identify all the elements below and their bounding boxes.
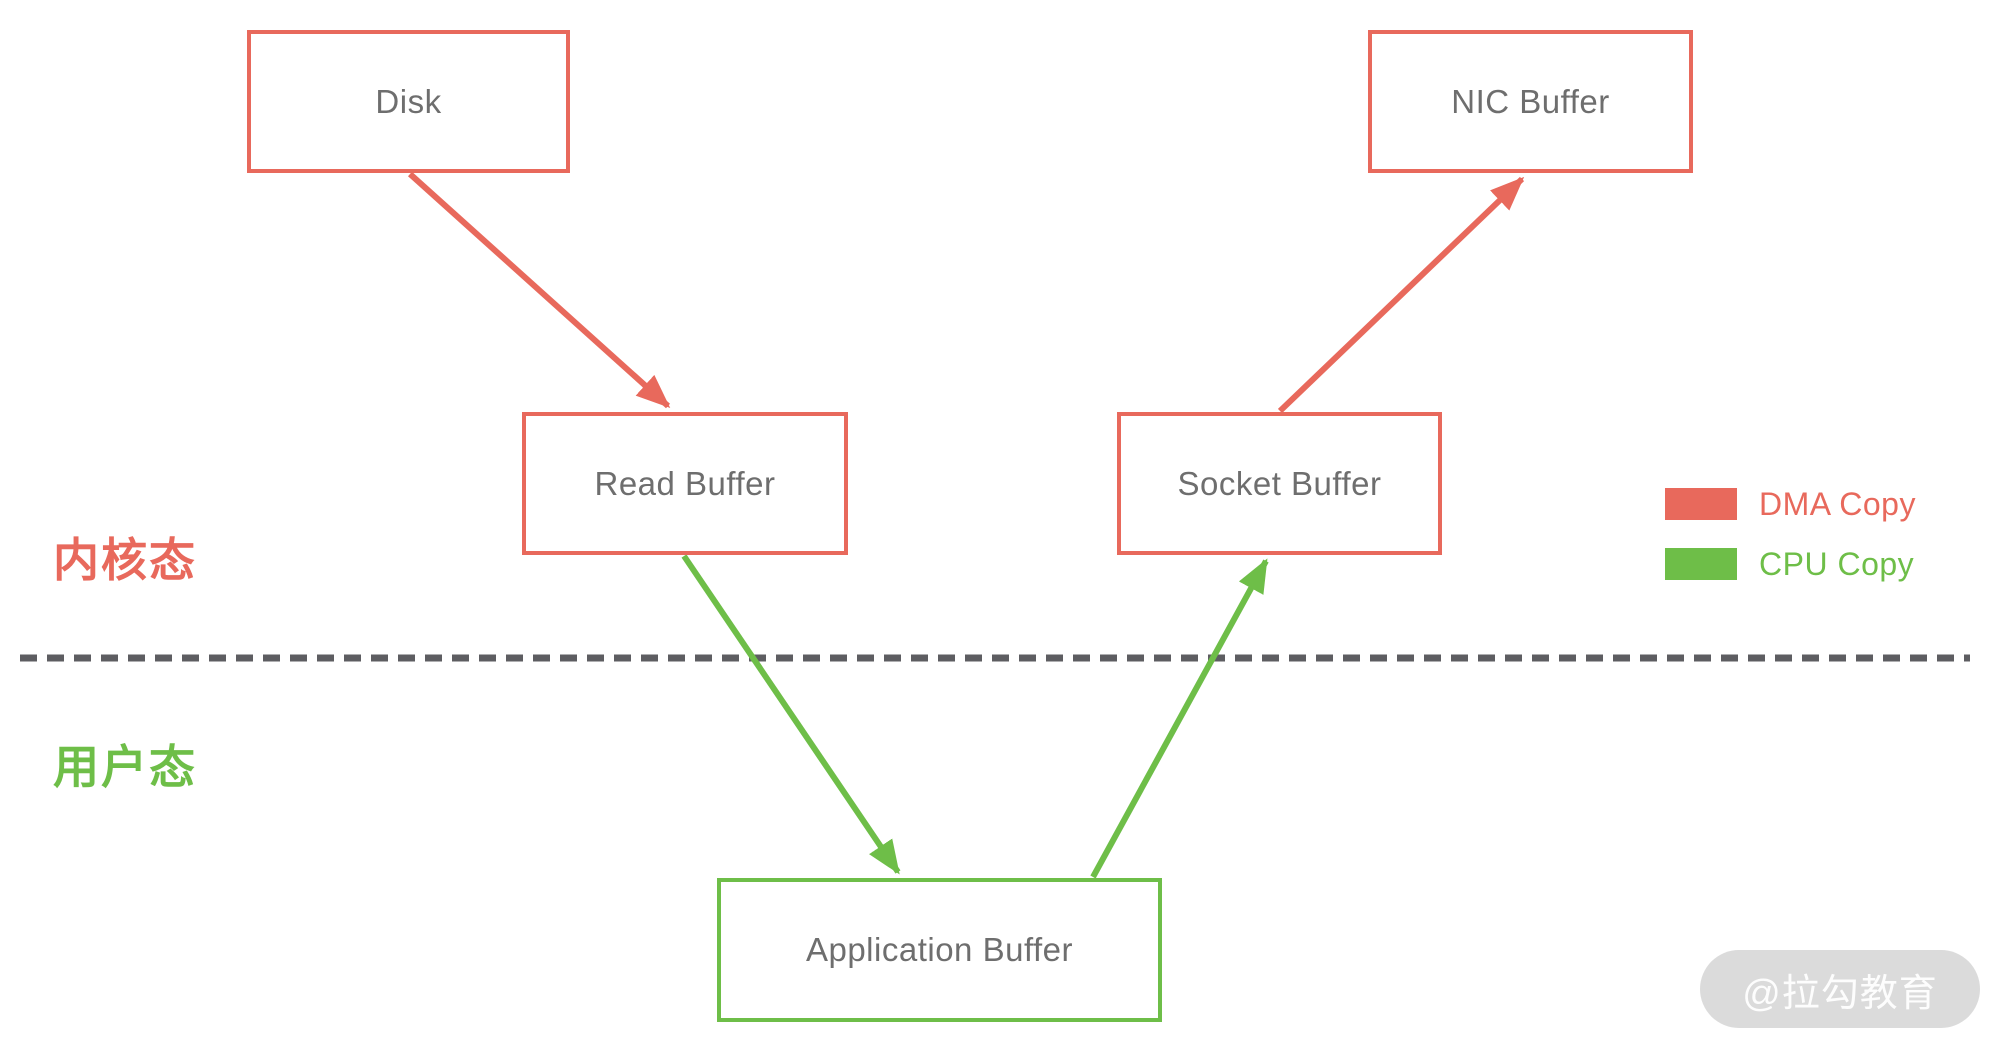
node-application-buffer: Application Buffer bbox=[717, 878, 1162, 1022]
kernel-mode-label: 内核态 bbox=[53, 534, 197, 586]
dma-copy-swatch-icon bbox=[1665, 488, 1737, 520]
legend-item-dma-copy: DMA Copy bbox=[1665, 485, 1916, 522]
node-socket-buffer-label: Socket Buffer bbox=[1177, 464, 1382, 502]
edge-socket-buffer-to-nic-buffer bbox=[1277, 176, 1525, 414]
edge-read-buffer-to-application-buffer bbox=[681, 554, 901, 875]
cpu-copy-label: CPU Copy bbox=[1759, 545, 1915, 582]
node-disk-label: Disk bbox=[375, 82, 442, 120]
user-mode-label: 用户态 bbox=[53, 741, 197, 793]
node-disk: Disk bbox=[247, 30, 570, 173]
edge-disk-to-read-buffer bbox=[407, 171, 671, 409]
watermark-badge: @拉勾教育 bbox=[1700, 950, 1980, 1028]
node-nic-buffer-label: NIC Buffer bbox=[1451, 82, 1610, 120]
cpu-copy-swatch-icon bbox=[1665, 548, 1737, 580]
legend-item-cpu-copy: CPU Copy bbox=[1665, 545, 1916, 582]
node-read-buffer-label: Read Buffer bbox=[594, 464, 776, 502]
node-read-buffer: Read Buffer bbox=[522, 412, 848, 555]
legend: DMA Copy CPU Copy bbox=[1665, 485, 1916, 582]
dma-copy-label: DMA Copy bbox=[1759, 485, 1916, 522]
node-nic-buffer: NIC Buffer bbox=[1368, 30, 1693, 173]
node-application-buffer-label: Application Buffer bbox=[805, 931, 1074, 968]
edge-application-buffer-to-socket-buffer bbox=[1090, 558, 1269, 879]
node-socket-buffer: Socket Buffer bbox=[1117, 412, 1442, 555]
watermark-label: @拉勾教育 bbox=[1742, 972, 1938, 1015]
